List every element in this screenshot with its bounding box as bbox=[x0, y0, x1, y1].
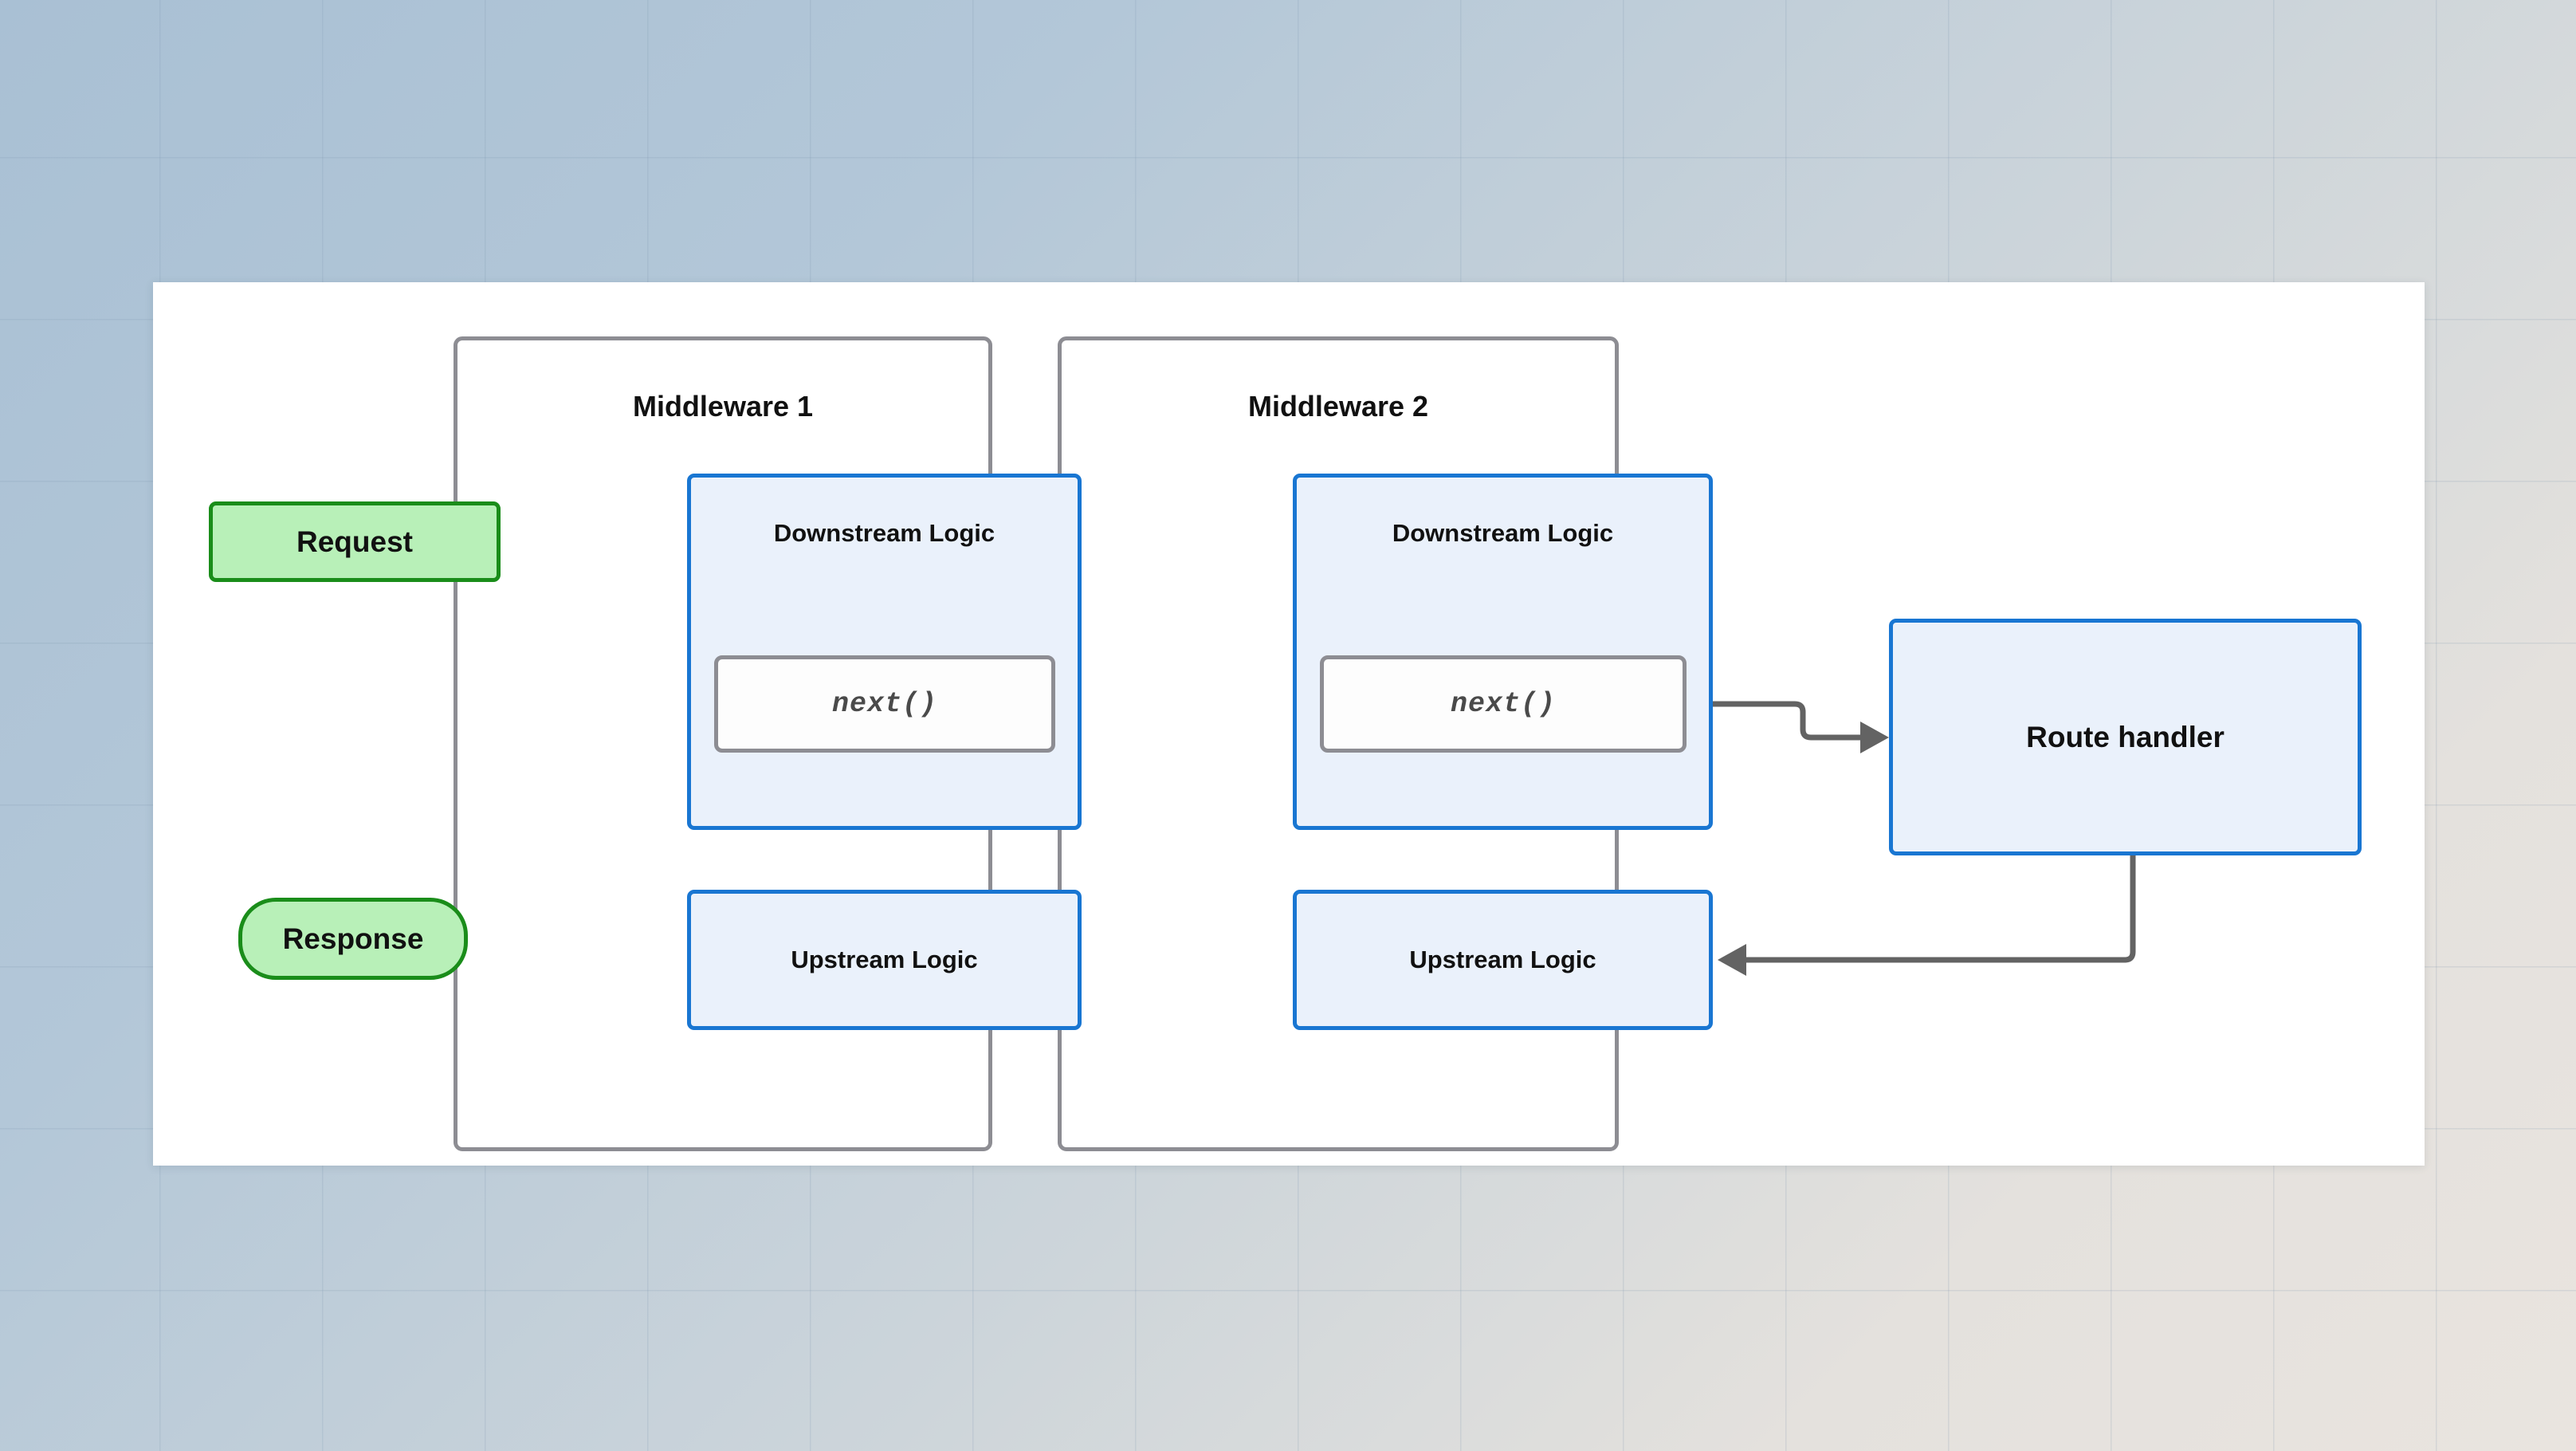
node-route-handler-label: Route handler bbox=[2026, 720, 2225, 753]
mw1-next-call[interactable]: next() bbox=[714, 655, 1055, 753]
connector-route-to-mw2upstream bbox=[1718, 855, 2136, 976]
node-request-label: Request bbox=[296, 525, 413, 558]
mw2-upstream-logic-label: Upstream Logic bbox=[1409, 946, 1596, 973]
mw2-next-call[interactable]: next() bbox=[1320, 655, 1687, 753]
mw2-next-call-label: next() bbox=[1450, 688, 1557, 720]
mw2-downstream-logic[interactable]: Downstream Logic bbox=[1293, 474, 1713, 830]
middleware-2-title: Middleware 2 bbox=[1247, 390, 1429, 423]
mw1-upstream-logic-label: Upstream Logic bbox=[791, 946, 978, 973]
connector-mw2next-to-route bbox=[1687, 701, 1889, 753]
node-response-label: Response bbox=[282, 922, 424, 955]
node-request[interactable]: Request bbox=[209, 501, 501, 582]
middleware-1-title: Middleware 1 bbox=[632, 390, 814, 423]
mw1-next-call-label: next() bbox=[831, 688, 938, 720]
mw2-downstream-logic-label: Downstream Logic bbox=[1392, 519, 1614, 547]
mw2-upstream-logic[interactable]: Upstream Logic bbox=[1293, 890, 1713, 1030]
node-response[interactable]: Response bbox=[238, 898, 468, 980]
node-route-handler[interactable]: Route handler bbox=[1889, 619, 2362, 855]
mw1-upstream-logic[interactable]: Upstream Logic bbox=[687, 890, 1082, 1030]
mw1-downstream-logic-label: Downstream Logic bbox=[773, 519, 995, 547]
mw1-downstream-logic[interactable]: Downstream Logic bbox=[687, 474, 1082, 830]
diagram-canvas: Middleware 1 Middleware 2 Request Respon… bbox=[153, 282, 2425, 1166]
